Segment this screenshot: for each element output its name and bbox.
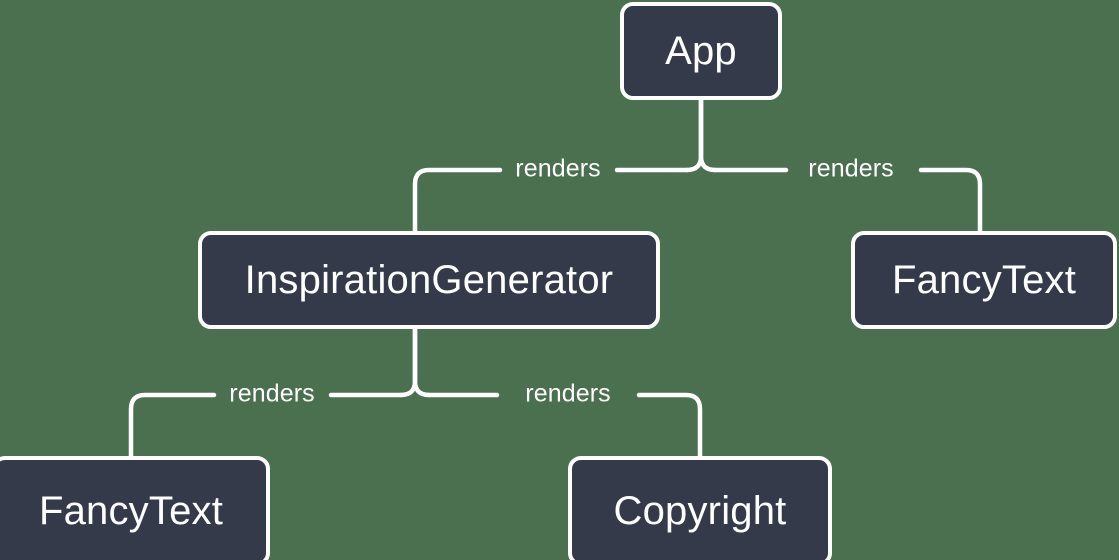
node-app-label: App [665,28,737,73]
node-fancytext-right-label: FancyText [891,257,1077,302]
node-fancytext-right[interactable]: FancyText [851,231,1117,329]
node-inspiration-generator-label: InspirationGenerator [244,257,614,302]
connector-app-to-inspiration-elbow [412,167,503,234]
edge-label-app-to-inspiration-generator: renders [515,154,601,183]
edge-label-inspiration-generator-to-fancytext: renders [229,379,315,408]
connector-inspiration-to-copyright-elbow [636,392,703,459]
node-fancytext-bottom-left-label: FancyText [38,488,224,533]
node-copyright-label: Copyright [613,488,787,533]
connector-app-to-fancytext-right-elbow [918,167,983,234]
connector-inspiration-to-fancytext-elbow [128,392,217,459]
node-inspiration-generator[interactable]: InspirationGenerator [198,231,660,329]
connector-app-stem-right [698,97,718,173]
edge-label-inspiration-generator-to-copyright: renders [525,379,611,408]
node-copyright[interactable]: Copyright [568,456,832,560]
node-fancytext-bottom-left[interactable]: FancyText [0,456,270,560]
edge-label-app-to-fancytext-right: renders [808,154,894,183]
connector-inspiration-stem-right [412,325,432,398]
node-app[interactable]: App [620,2,782,100]
